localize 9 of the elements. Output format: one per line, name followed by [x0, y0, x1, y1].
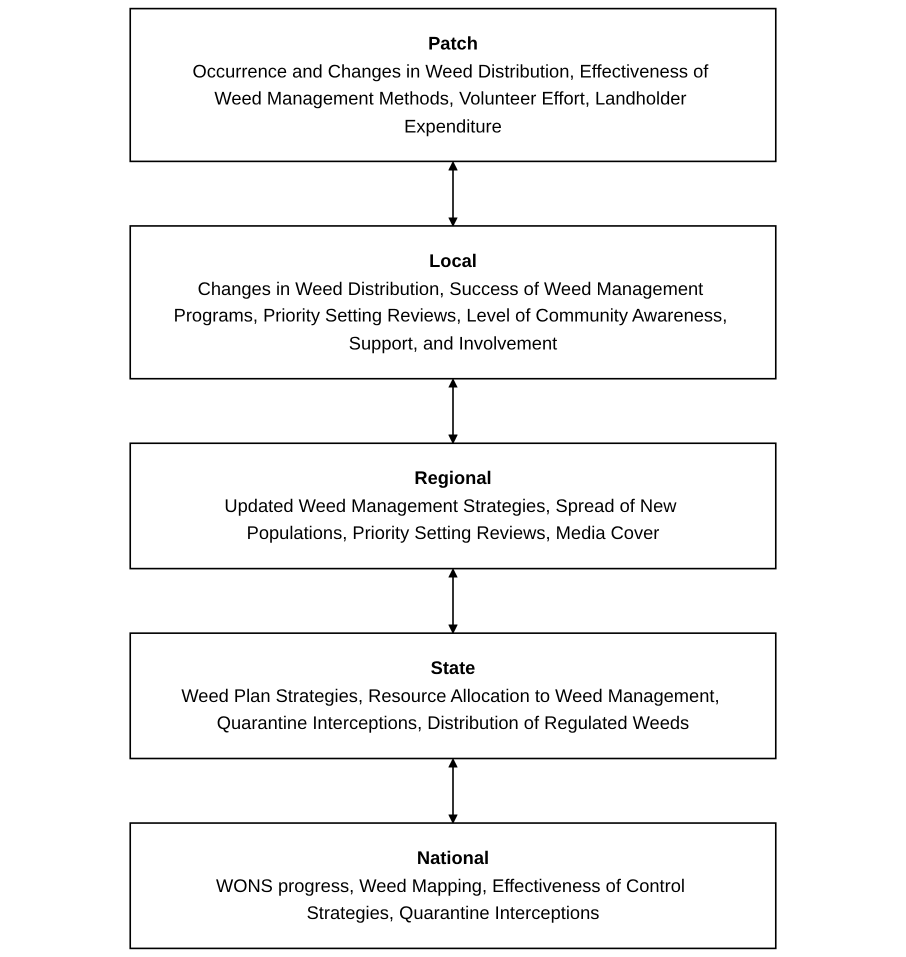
arrow [448, 161, 458, 226]
arrow [448, 378, 458, 444]
arrow [448, 568, 458, 634]
node-box: Patch Occurrence and Changes in Weed Distribution, Effectiveness of Weed Management Methods, Volunteer Effort, Landholder Expenditure [129, 8, 777, 162]
node-box: Regional Updated Weed Management Strategies, Spread of New Populations, Priority Setting Reviews, Media Cover [129, 442, 777, 570]
arrow [448, 758, 458, 824]
node-box: Local Changes in Weed Distribution, Success of Weed Management Programs, Priority Setting Reviews, Level of Community Awareness, Support, and Involvement [129, 225, 777, 380]
node-box: National WONS progress, Weed Mapping, Effectiveness of Control Strategies, Quarantine Interceptions [129, 822, 777, 950]
node-box: State Weed Plan Strategies, Resource Allocation to Weed Management, Quarantine Interceptions, Distribution of Regulated Weeds [129, 632, 777, 760]
